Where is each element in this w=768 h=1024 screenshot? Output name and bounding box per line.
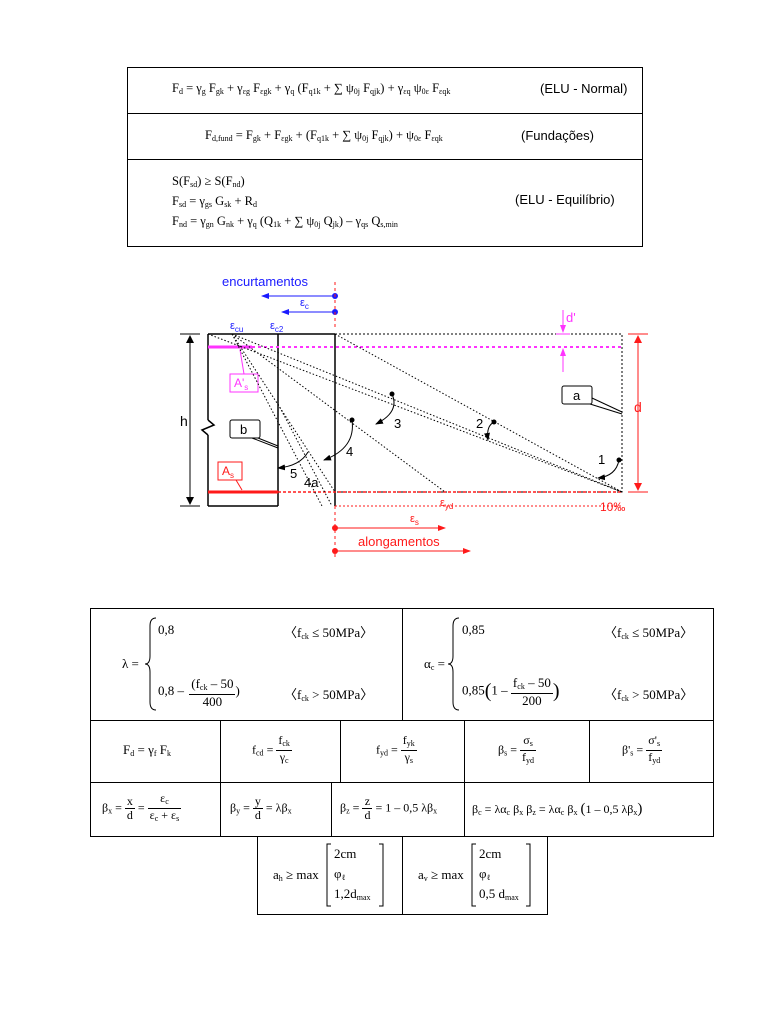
- alongamentos-label: alongamentos: [358, 534, 440, 549]
- beta-c-formula: βc = λαc βx βz = λαc βx (1 – 0,5 λβx): [472, 801, 643, 817]
- domain-4-arrow: [323, 419, 353, 461]
- section-break: [200, 419, 216, 436]
- ah-formula: ah ≥ max: [273, 867, 319, 883]
- d-dim-arrow: [634, 335, 642, 343]
- domain-1-arrow: [597, 459, 620, 481]
- lambda-symbol: λ =: [122, 656, 139, 671]
- As-leader: [235, 479, 243, 491]
- lambda-case2: 0,8 – (fck – 50 400 ): [158, 676, 240, 709]
- av-cell: [402, 836, 548, 915]
- eps-s-label: εs: [410, 513, 419, 527]
- alpha-c-brace: [447, 617, 460, 711]
- domain-line: [231, 333, 623, 493]
- domain-line: [207, 333, 623, 493]
- alpha-c-case2: 0,85(1 – fck – 50 200 ): [462, 675, 560, 708]
- alpha-c-symbol: αc =: [424, 656, 445, 672]
- domain-line: [231, 333, 336, 493]
- eps-yd-label: εyd: [440, 497, 453, 511]
- alpha-c-case1-cond: 〈fck ≤ 50MPa〉: [604, 625, 694, 641]
- callout-b-leader: [257, 437, 279, 447]
- alpha-c-case2-num: fck – 50: [510, 676, 553, 694]
- lambda-case2-cond: 〈fck > 50MPa〉: [284, 687, 374, 703]
- domain-line: [231, 333, 446, 493]
- elu-equilibrio-tag: (ELU - Equilíbrio): [515, 192, 615, 207]
- red-point: [332, 525, 338, 531]
- callout-a-leader: [589, 403, 623, 415]
- eps-c2-label: εc2: [270, 320, 284, 334]
- d-label: d: [634, 399, 642, 415]
- eps-c-label: εc: [300, 297, 309, 311]
- av-bracket: [471, 843, 531, 907]
- lambda-case2-den: 400: [202, 694, 223, 709]
- ah-item-3: 1,2dmax: [334, 886, 371, 902]
- av-item-1: 2cm: [479, 846, 502, 861]
- As-prime-leader: [239, 349, 245, 375]
- alpha-c-case2-den: 200: [522, 693, 542, 708]
- beta-c-cell: [464, 782, 714, 837]
- As-box: [217, 461, 243, 481]
- h-dim-arrow: [186, 497, 194, 505]
- lambda-brace: [144, 617, 157, 711]
- domain-5-label: 5: [290, 466, 297, 481]
- callout-a-box: [561, 385, 593, 405]
- callout-b-label: b: [240, 422, 247, 437]
- elu-normal-formula: Fd = γg Fgk + γεg Fεgk + γq (Fq1k + ∑ ψ0…: [172, 81, 451, 96]
- domain-line: [231, 333, 323, 507]
- fundacoes-formula: Fd,fund = Fgk + Fεgk + (Fq1k + ∑ ψ0j Fqj…: [205, 128, 443, 143]
- lambda-case2-value: 0,8 –: [158, 682, 184, 698]
- callout-b-leader: [251, 437, 279, 449]
- alpha-c-case2-value: 0,85: [462, 682, 485, 698]
- callout-b-box: [229, 419, 261, 439]
- h-label: h: [180, 413, 188, 429]
- h-dim-arrow: [186, 335, 194, 343]
- domain-4a-label: 4a: [304, 475, 319, 490]
- lambda-case1-value: 0,8: [158, 622, 175, 637]
- domain-2-arrow: [484, 421, 495, 441]
- lambda-case1-cond: 〈fck ≤ 50MPa〉: [284, 625, 374, 641]
- alpha-c-case2-cond: 〈fck > 50MPa〉: [604, 687, 694, 703]
- eps-cu-label: εcu: [230, 320, 243, 334]
- d-dim-arrow: [634, 483, 642, 491]
- av-formula: av ≥ max: [418, 867, 464, 883]
- callout-a-label: a: [573, 388, 581, 403]
- red-point: [332, 548, 338, 554]
- row-divider: [127, 159, 643, 160]
- fd-formula: Fd = γf Fk: [123, 742, 171, 758]
- domain-5-arrow: [277, 451, 309, 471]
- elu-equilibrio-line2: Fsd = γgs Gsk + Rd: [172, 194, 257, 209]
- callout-a-leader: [591, 397, 623, 413]
- fundacoes-tag: (Fundações): [521, 128, 594, 143]
- elu-equilibrio-line1: S(Fsd) ≥ S(Fnd): [172, 174, 245, 189]
- domain-3-arrow: [375, 393, 395, 425]
- domain-2-label: 2: [476, 416, 483, 431]
- domain-line: [334, 333, 623, 493]
- ah-item-1: 2cm: [334, 846, 357, 861]
- av-item-2: φℓ: [479, 866, 491, 882]
- alpha-c-case1-value: 0,85: [462, 622, 485, 637]
- lambda-case2-num: (fck – 50: [189, 677, 236, 695]
- d-prime-label: d': [566, 310, 576, 325]
- domain-line: [277, 403, 333, 507]
- ah-bracket: [326, 843, 384, 907]
- domain-3-label: 3: [394, 416, 401, 431]
- ten-permil-label: 10‰: [600, 500, 625, 514]
- elu-normal-tag: (ELU - Normal): [540, 81, 628, 96]
- strain-domains-diagram: encurtamentos εc εcu εc2 A's d' d h As: [180, 274, 648, 560]
- elu-equilibrio-line3: Fnd = γgn Gnk + γq (Q1k + ∑ ψ0j Qjk) – γ…: [172, 214, 398, 229]
- row-divider: [127, 113, 643, 114]
- domain-1-label: 1: [598, 452, 605, 467]
- encurtamentos-label: encurtamentos: [222, 274, 308, 289]
- ah-item-2: φℓ: [334, 866, 346, 882]
- av-item-3: 0,5 dmax: [479, 886, 519, 902]
- top-formula-table: [127, 67, 643, 247]
- domain-4-label: 4: [346, 444, 353, 459]
